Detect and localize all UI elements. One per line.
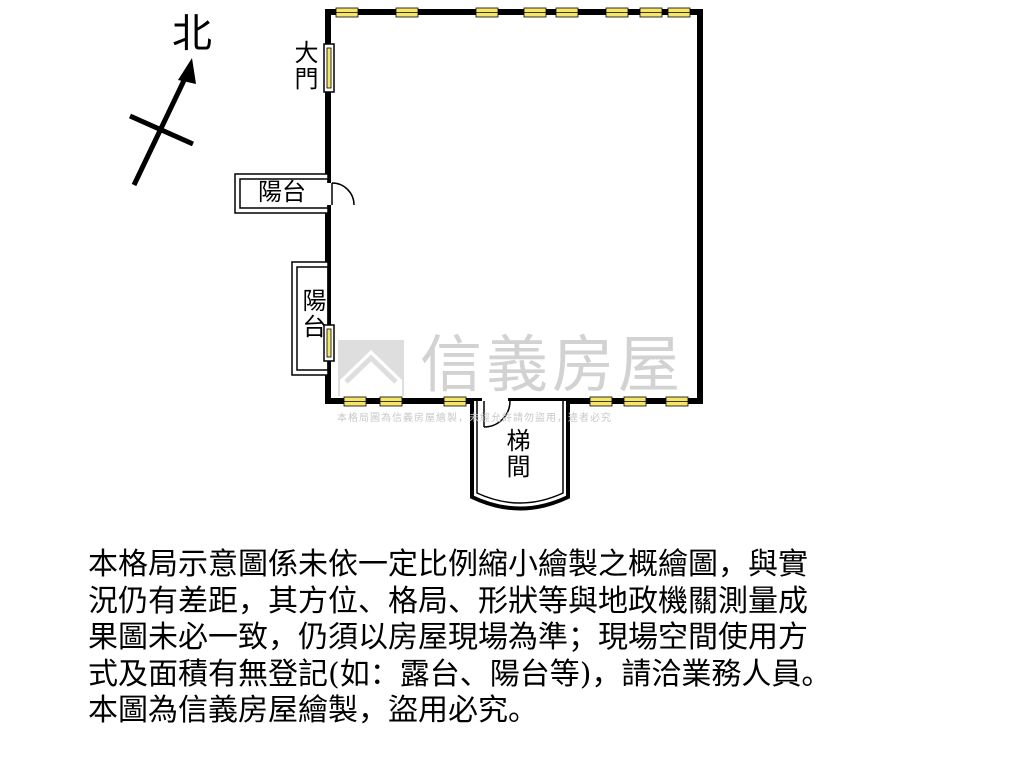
balcony-2-label: 陽台 xyxy=(298,288,326,340)
balcony-1-door xyxy=(325,182,355,206)
disclaimer-text: 本格局示意圖係未依一定比例縮小繪製之概繪圖，與實 況仍有差距，其方位、格局、形狀… xyxy=(88,547,948,730)
watermark-brand: 信義房屋 xyxy=(420,328,685,401)
top-windows xyxy=(335,7,691,18)
main-door xyxy=(323,43,335,93)
disclaimer-line: 果圖未必一致，仍須以房屋現場為準；現場空間使用方 xyxy=(88,620,808,655)
disclaimer-line: 本圖為信義房屋繪製，盜用必究。 xyxy=(88,693,538,728)
balcony-2 xyxy=(291,261,329,376)
disclaimer-line: 本格局示意圖係未依一定比例縮小繪製之概繪圖，與實 xyxy=(88,547,808,582)
disclaimer-line: 況仍有差距，其方位、格局、形狀等與地政機關測量成 xyxy=(88,583,808,619)
floor-plan xyxy=(128,7,703,511)
balcony-1-label: 陽台 xyxy=(258,178,306,206)
stairwell-label: 梯間 xyxy=(502,428,530,480)
north-label: 北 xyxy=(172,11,212,57)
disclaimer-line: 式及面積有無登記(如：露台、陽台等)，請洽業務人員。 xyxy=(88,656,832,692)
watermark-note: 本格局圖為信義房屋繪製，未經允許請勿盜用，違者必究 xyxy=(337,413,612,424)
bottom-windows xyxy=(343,396,689,407)
stairwell-door xyxy=(482,397,511,428)
main-door-label: 大門 xyxy=(290,40,318,92)
north-arrow-icon xyxy=(128,58,196,187)
balcony-2-window xyxy=(323,324,335,362)
balcony-1 xyxy=(234,173,329,214)
watermark-logo-icon xyxy=(338,340,404,396)
stairwell-outline xyxy=(470,401,570,511)
